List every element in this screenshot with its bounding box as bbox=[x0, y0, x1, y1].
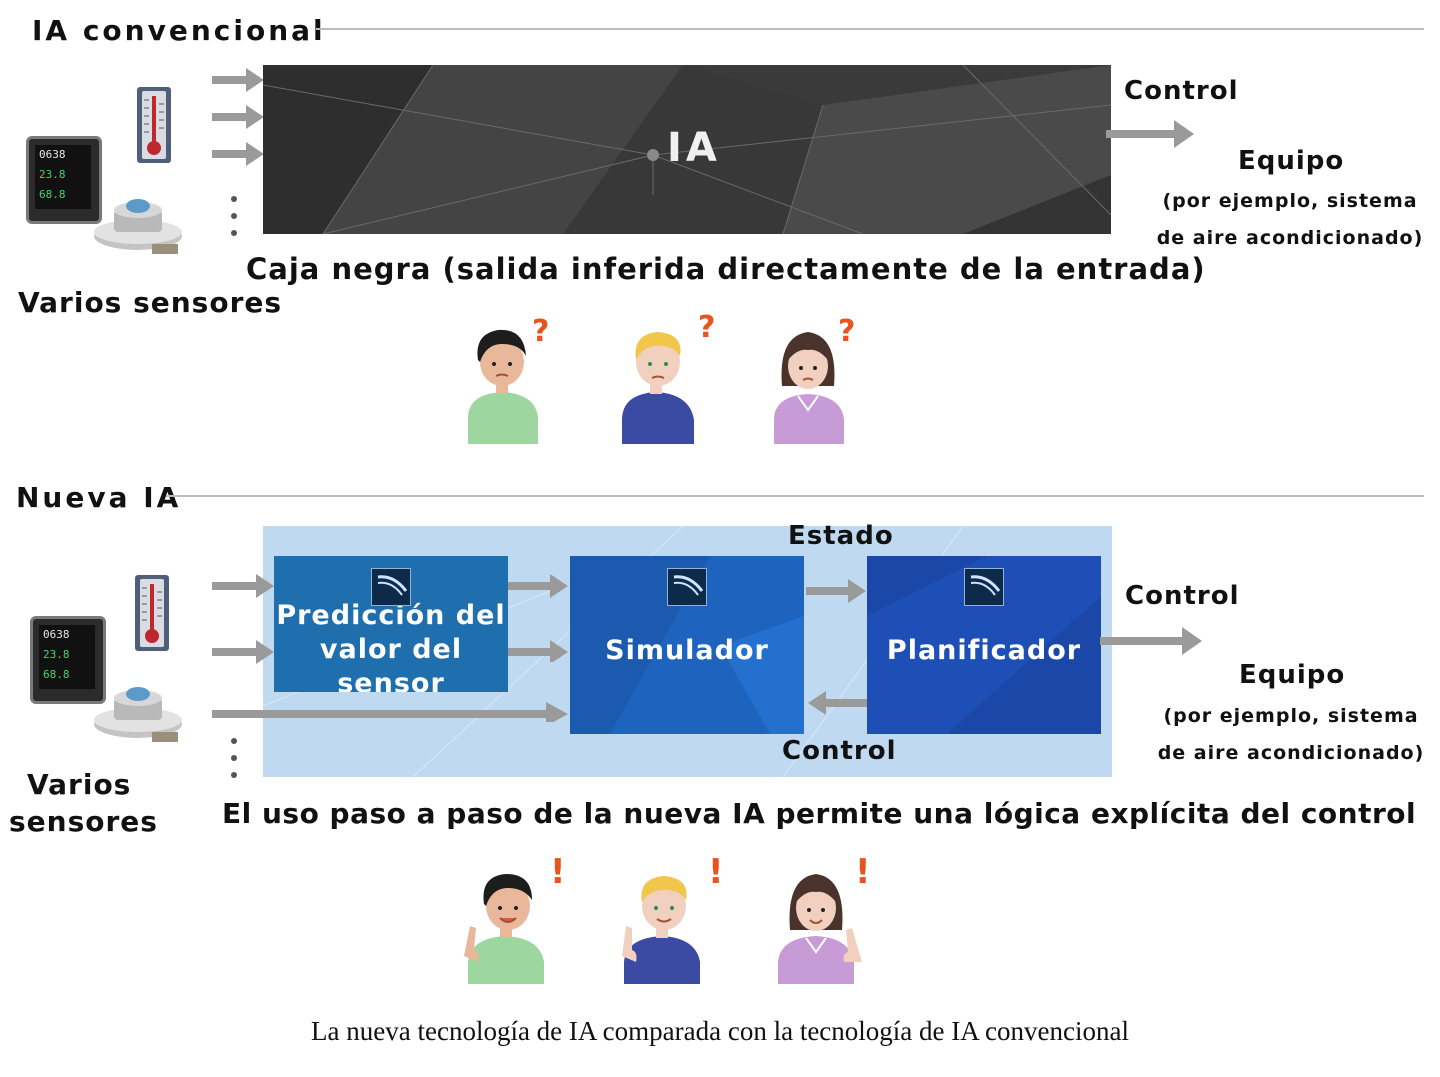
state-arrow bbox=[806, 579, 866, 603]
sensors-label: Varios sensores bbox=[18, 286, 283, 319]
blackbox-ai: IA bbox=[263, 65, 1111, 234]
equipment-example-line2: de aire acondicionado) bbox=[1156, 227, 1424, 249]
equipment-title: Equipo bbox=[1239, 660, 1346, 690]
maisart-logo-icon bbox=[371, 568, 411, 606]
more-inputs-dot bbox=[231, 755, 237, 761]
module-sensor-prediction: Predicción del valor del sensor bbox=[274, 556, 508, 692]
sensors-label-line1: Varios bbox=[27, 768, 132, 801]
sensor-display-device: 0638 23.8 68.8 bbox=[26, 136, 102, 224]
sensor-display-line3: 68.8 bbox=[39, 188, 66, 201]
equipment-title: Equipo bbox=[1238, 146, 1345, 176]
solar-sensor-icon bbox=[92, 684, 184, 752]
equipment-example-line1: (por ejemplo, sistema bbox=[1162, 190, 1418, 212]
question-mark-icon: ? bbox=[532, 314, 550, 349]
prediction-to-simulator-arrows bbox=[508, 574, 568, 662]
exclamation-mark-icon: ! bbox=[855, 852, 871, 892]
control-feedback-label: Control bbox=[782, 736, 897, 766]
section-divider bbox=[166, 495, 1424, 497]
equipment-example-line1: (por ejemplo, sistema bbox=[1163, 705, 1419, 727]
sensor-display-screen: 0638 23.8 68.8 bbox=[39, 625, 95, 689]
more-inputs-dot bbox=[231, 196, 237, 202]
input-arrows bbox=[212, 68, 264, 166]
sensor-display-line3: 68.8 bbox=[43, 668, 70, 681]
more-inputs-dot bbox=[231, 738, 237, 744]
thermometer-icon bbox=[136, 86, 172, 164]
blackbox-label: IA bbox=[667, 125, 721, 171]
module-simulator: Simulador bbox=[570, 556, 804, 734]
sensor-display-line2: 23.8 bbox=[39, 168, 66, 181]
sensor-display-line1: 0638 bbox=[39, 148, 66, 161]
more-inputs-dot bbox=[231, 213, 237, 219]
sensor-display-screen: 0638 23.8 68.8 bbox=[35, 145, 91, 209]
sensor-display-device: 0638 23.8 68.8 bbox=[30, 616, 106, 704]
question-mark-icon: ? bbox=[838, 314, 856, 349]
sensors-label-line2: sensores bbox=[9, 805, 158, 838]
question-mark-icon: ? bbox=[698, 310, 716, 345]
understanding-person-1 bbox=[464, 874, 544, 984]
figure-caption: La nueva tecnología de IA comparada con … bbox=[311, 1016, 1129, 1046]
more-inputs-dot bbox=[231, 772, 237, 778]
maisart-logo-icon bbox=[667, 568, 707, 606]
module-planner-label: Planificador bbox=[886, 635, 1082, 666]
sensor-display-line2: 23.8 bbox=[43, 648, 70, 661]
module-planner: Planificador bbox=[867, 556, 1101, 734]
understanding-person-3 bbox=[778, 874, 862, 984]
exclamation-mark-icon: ! bbox=[550, 852, 566, 892]
section-title-conventional: IA convencional bbox=[32, 14, 326, 47]
maisart-logo-icon bbox=[964, 568, 1004, 606]
thermometer-icon bbox=[134, 574, 170, 652]
control-feedback-arrow bbox=[808, 691, 868, 715]
input-arrows bbox=[212, 574, 568, 722]
explicit-logic-caption: El uso paso a paso de la nueva IA permit… bbox=[222, 797, 1417, 830]
control-output-arrow bbox=[1100, 627, 1202, 655]
module-prediction-line2: valor del sensor bbox=[319, 634, 463, 692]
confused-person-1 bbox=[468, 329, 538, 444]
state-label: Estado bbox=[788, 521, 894, 551]
module-simulator-label: Simulador bbox=[605, 635, 769, 666]
more-inputs-dot bbox=[231, 230, 237, 236]
solar-sensor-icon bbox=[92, 196, 184, 264]
equipment-example-line2: de aire acondicionado) bbox=[1157, 742, 1425, 764]
confused-person-2 bbox=[622, 332, 694, 444]
control-output-arrow bbox=[1106, 120, 1194, 148]
control-output-label: Control bbox=[1124, 76, 1239, 106]
blackbox-caption: Caja negra (salida inferida directamente… bbox=[246, 252, 1206, 286]
sensor-display-line1: 0638 bbox=[43, 628, 70, 641]
section-title-new: Nueva IA bbox=[16, 481, 182, 514]
understanding-person-2 bbox=[622, 876, 700, 984]
confused-person-3 bbox=[774, 332, 844, 444]
section-divider bbox=[316, 28, 1424, 30]
exclamation-mark-icon: ! bbox=[708, 852, 724, 892]
control-output-label: Control bbox=[1125, 581, 1240, 611]
